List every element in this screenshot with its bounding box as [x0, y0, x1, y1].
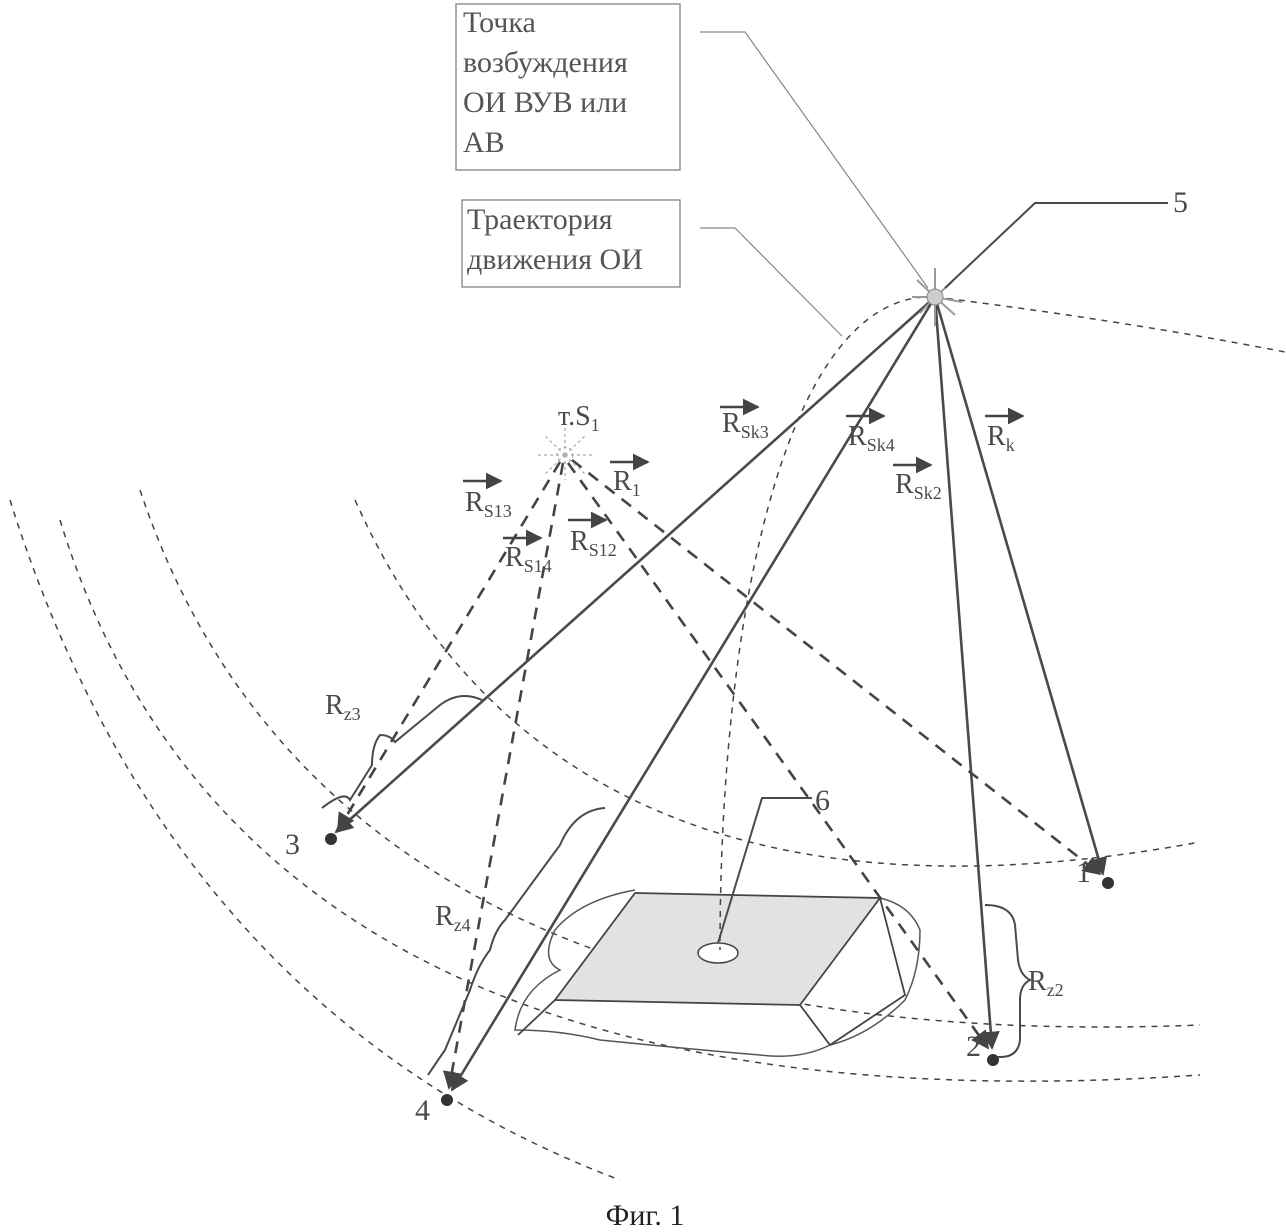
ray-rsk3	[336, 297, 935, 832]
label-rk: Rk	[985, 416, 1023, 455]
ray-rsk2	[935, 297, 992, 1048]
label-rsk2: RSk2	[893, 465, 942, 503]
s1-label: т.S1	[558, 401, 600, 435]
receiver-4	[441, 1094, 453, 1106]
wavefront-arc-4	[10, 500, 620, 1180]
label-rz2: Rz2	[1028, 966, 1064, 1000]
number-2: 2	[966, 1030, 981, 1063]
svg-text:RS14: RS14	[505, 542, 552, 576]
label-rz4: Rz4	[435, 901, 471, 935]
trajectory-path	[720, 297, 935, 950]
callout-excitation-leader	[700, 32, 928, 288]
svg-text:RSk3: RSk3	[722, 408, 769, 442]
ray-rs13	[338, 462, 560, 830]
label-r1: R1	[610, 462, 648, 500]
number-1: 1	[1076, 856, 1091, 889]
svg-text:RSk2: RSk2	[895, 469, 942, 503]
number-3: 3	[285, 828, 300, 861]
receiver-2	[987, 1054, 999, 1066]
number-4: 4	[415, 1094, 430, 1127]
figure-caption: Фиг. 1	[606, 1199, 685, 1232]
receiver-1	[1102, 877, 1114, 889]
number-5: 5	[1173, 186, 1188, 219]
svg-text:RSk4: RSk4	[848, 421, 895, 455]
label-rs14: RS14	[503, 538, 552, 576]
svg-text:R1: R1	[613, 466, 641, 500]
number-6: 6	[815, 784, 830, 817]
trajectory-continuation	[935, 297, 1285, 352]
callout-trajectory-leader	[700, 228, 842, 336]
ray-rk	[935, 297, 1103, 874]
receiver-3	[325, 833, 337, 845]
label-rs13: RS13	[463, 481, 512, 521]
svg-text:RS12: RS12	[570, 526, 617, 560]
label-rsk4: RSk4	[846, 416, 895, 455]
leader-5	[945, 203, 1168, 288]
svg-text:RS13: RS13	[465, 487, 512, 521]
svg-text:Rk: Rk	[987, 421, 1015, 455]
label-rsk3: RSk3	[720, 407, 769, 442]
building-front	[518, 1000, 555, 1035]
ray-r1	[572, 460, 1100, 874]
label-rz3: Rz3	[325, 690, 361, 724]
source-point-s1	[537, 428, 592, 480]
impact-point	[698, 943, 738, 963]
label-rs12: RS12	[568, 520, 617, 560]
